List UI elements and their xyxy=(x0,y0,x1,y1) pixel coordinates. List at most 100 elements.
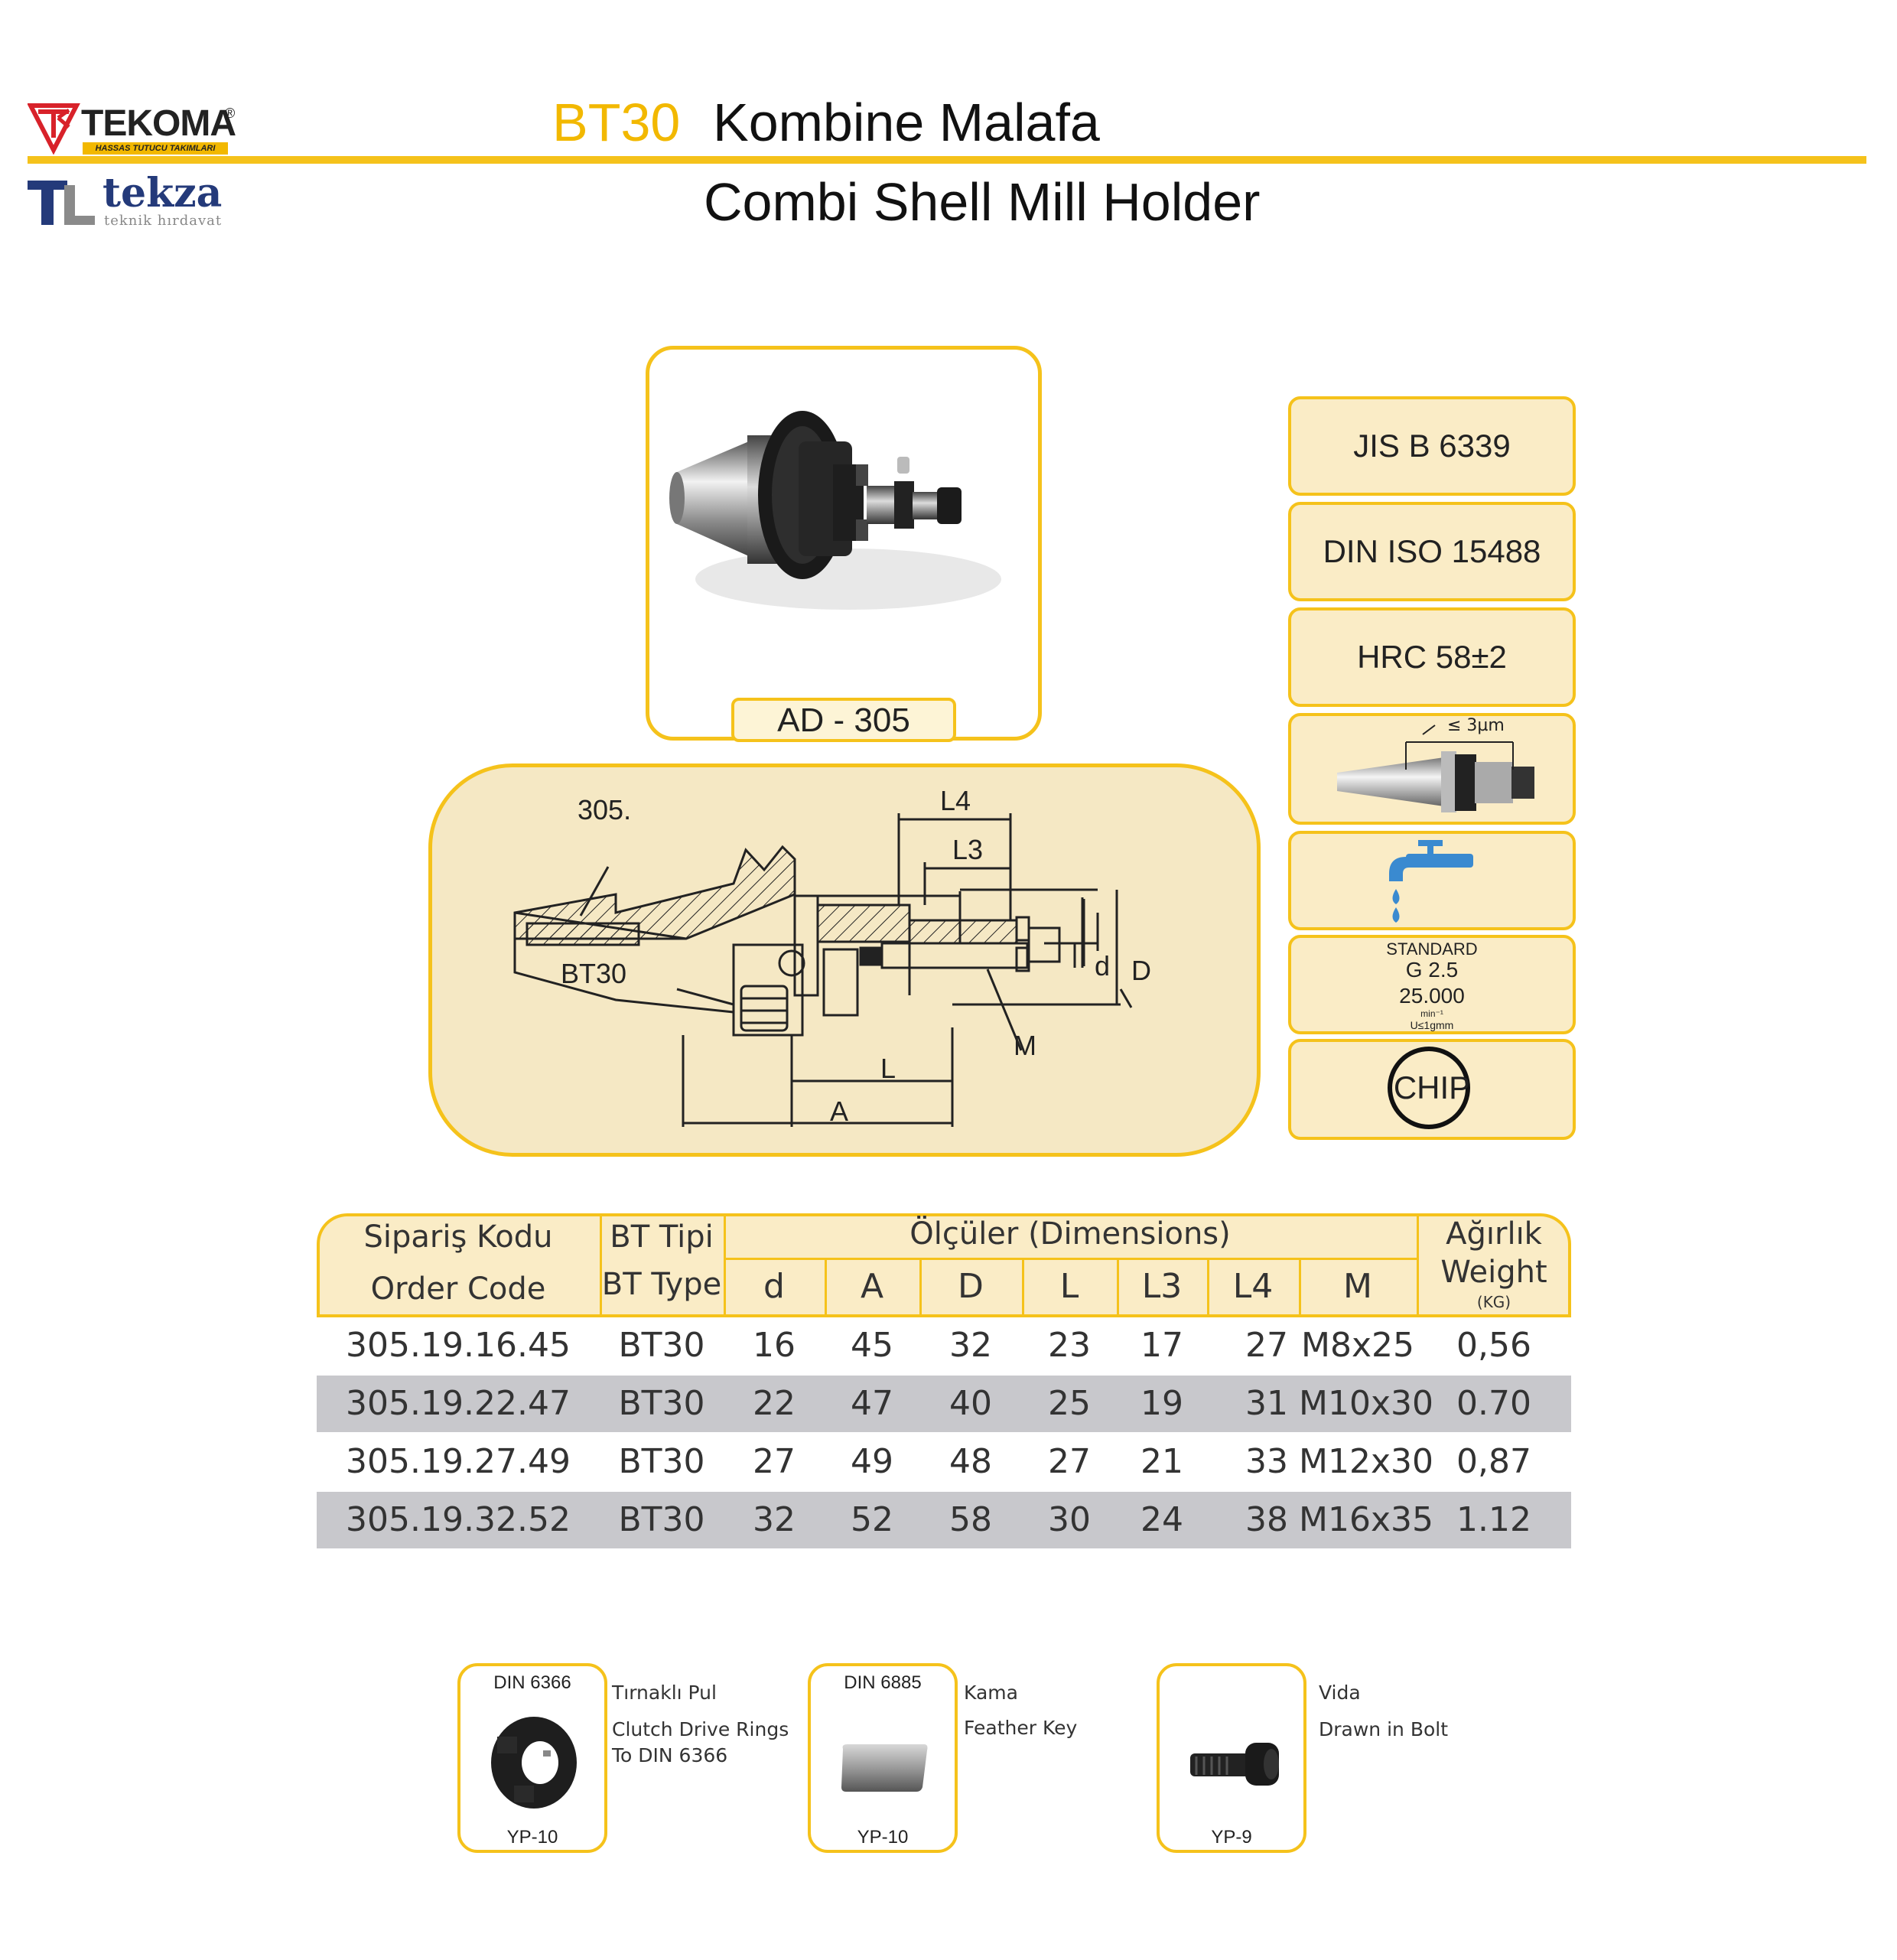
cell-weight: 0,87 xyxy=(1456,1442,1531,1481)
dim-d-small: d xyxy=(1095,950,1110,982)
accessory-code: YP-10 xyxy=(506,1827,558,1848)
tool-holder-photo xyxy=(669,411,1001,610)
standard-hrc: HRC 58±2 xyxy=(1288,607,1576,707)
header-sep xyxy=(1022,1258,1024,1317)
balance-u: U≤1gmm xyxy=(1410,1019,1454,1031)
standard-din-iso: DIN ISO 15488 xyxy=(1288,502,1576,601)
cell-m: M10x30 xyxy=(1299,1384,1433,1423)
accessory-name-tr: Vida xyxy=(1319,1682,1361,1704)
header-bt-type-tr: BT Tipi xyxy=(610,1219,714,1255)
header-col-d-large: D xyxy=(958,1267,984,1306)
product-photo-frame xyxy=(646,346,1042,741)
dim-l: L xyxy=(880,1053,896,1084)
accessory-name-en: Clutch Drive Rings xyxy=(612,1718,789,1740)
cell-l: 27 xyxy=(1048,1442,1091,1481)
header-sep xyxy=(825,1258,827,1317)
balance-rpm: 25.000 xyxy=(1399,984,1465,1008)
title-turkish: Kombine Malafa xyxy=(713,93,1100,152)
cell-l: 30 xyxy=(1048,1500,1091,1539)
accessory-name-en-2: To DIN 6366 xyxy=(612,1744,728,1766)
tekza-logo-mark xyxy=(28,181,95,225)
header-sep xyxy=(1207,1258,1209,1317)
accessory-clutch-ring-card: DIN 6366 YP-10 xyxy=(457,1663,607,1853)
header-sep xyxy=(724,1213,726,1317)
table-header xyxy=(317,1213,1571,1317)
chip-panel: CHIP xyxy=(1288,1039,1576,1140)
cell-d: 16 xyxy=(753,1326,796,1365)
header-order-code-en: Order Code xyxy=(370,1271,546,1307)
header-col-l3: L3 xyxy=(1141,1267,1183,1306)
cell-weight: 0,56 xyxy=(1456,1326,1531,1365)
header-weight-en: Weight xyxy=(1440,1255,1547,1290)
cell-l3: 24 xyxy=(1140,1500,1183,1539)
balance-title: STANDARD xyxy=(1386,939,1478,959)
cell-a: 45 xyxy=(851,1326,893,1365)
header-sep xyxy=(1299,1258,1301,1317)
title-code: BT30 xyxy=(552,93,681,152)
accessory-name-tr: Kama xyxy=(964,1682,1018,1704)
cell-l3: 21 xyxy=(1140,1442,1183,1481)
cell-d: 22 xyxy=(753,1384,796,1423)
header-sep xyxy=(317,1314,1571,1317)
accessory-code: YP-9 xyxy=(1211,1827,1252,1848)
cell-d: 27 xyxy=(753,1442,796,1481)
cell-d: 32 xyxy=(753,1500,796,1539)
cell-l4: 31 xyxy=(1245,1384,1288,1423)
header-sep xyxy=(1417,1213,1419,1317)
cell-l3: 17 xyxy=(1140,1326,1183,1365)
tekoma-registered: ® xyxy=(225,106,236,121)
runout-value: ≤ 3µm xyxy=(1447,716,1505,735)
accessory-name-en: Feather Key xyxy=(964,1717,1078,1739)
cell-m: M12x30 xyxy=(1299,1442,1433,1481)
header-sep xyxy=(724,1258,1417,1260)
cell-l4: 38 xyxy=(1245,1500,1288,1539)
tekoma-tagline: HASSAS TUTUCU TAKIMLARI xyxy=(83,142,228,155)
cell-order-code: 305.19.16.45 xyxy=(346,1326,571,1365)
cell-a: 52 xyxy=(851,1500,893,1539)
coolant-tap-icon xyxy=(1389,840,1473,923)
cell-d-large: 48 xyxy=(949,1442,992,1481)
header-weight-tr: Ağırlık xyxy=(1446,1216,1542,1252)
table-row: 305.19.22.47 BT30 22 47 40 25 19 31 M10x… xyxy=(317,1376,1571,1432)
tekoma-logo-mark xyxy=(28,103,80,155)
cell-d-large: 58 xyxy=(949,1500,992,1539)
cell-order-code: 305.19.32.52 xyxy=(346,1500,571,1539)
header-col-a: A xyxy=(860,1267,884,1306)
dim-a: A xyxy=(830,1096,848,1127)
header-order-code-tr: Sipariş Kodu xyxy=(363,1219,553,1255)
header-dimensions: Ölçüler (Dimensions) xyxy=(909,1216,1231,1252)
tekza-brand: tekza xyxy=(102,170,223,217)
technical-drawing: 305. BT30 L4 L3 d D M L A xyxy=(513,785,1151,1127)
cell-l: 23 xyxy=(1048,1326,1091,1365)
feather-key-icon xyxy=(841,1744,928,1792)
header-bt-type-en: BT Type xyxy=(601,1267,722,1302)
accessory-bolt-card: YP-9 xyxy=(1157,1663,1306,1853)
table-row: 305.19.32.52 BT30 32 52 58 30 24 38 M16x… xyxy=(317,1492,1571,1548)
accessory-code: YP-10 xyxy=(857,1827,909,1848)
cell-order-code: 305.19.22.47 xyxy=(346,1384,571,1423)
accessory-standard: DIN 6885 xyxy=(844,1672,922,1693)
header-col-d: d xyxy=(763,1267,785,1306)
cell-l: 25 xyxy=(1048,1384,1091,1423)
cell-l4: 27 xyxy=(1245,1326,1288,1365)
cell-l4: 33 xyxy=(1245,1442,1288,1481)
header-sep xyxy=(919,1258,922,1317)
coolant-panel xyxy=(1288,831,1576,930)
accessory-name-tr: Tırnaklı Pul xyxy=(612,1682,717,1704)
dim-l3: L3 xyxy=(952,834,983,865)
tekoma-brand: TEKOMA xyxy=(81,103,236,144)
cell-weight: 0.70 xyxy=(1456,1384,1531,1423)
chip-label: CHIP xyxy=(1393,1070,1471,1105)
cell-bt-type: BT30 xyxy=(618,1384,705,1423)
cell-l3: 19 xyxy=(1140,1384,1183,1423)
cell-a: 47 xyxy=(851,1384,893,1423)
accessory-feather-key-card: DIN 6885 YP-10 xyxy=(808,1663,958,1853)
title-english: Combi Shell Mill Holder xyxy=(704,172,1261,232)
cell-bt-type: BT30 xyxy=(618,1326,705,1365)
clutch-ring-icon xyxy=(491,1717,577,1809)
runout-icon xyxy=(1337,724,1534,812)
tekza-tagline: teknik hırdavat xyxy=(104,213,223,229)
header-col-l: L xyxy=(1059,1267,1079,1306)
cell-order-code: 305.19.27.49 xyxy=(346,1442,571,1481)
cell-weight: 1.12 xyxy=(1456,1500,1531,1539)
